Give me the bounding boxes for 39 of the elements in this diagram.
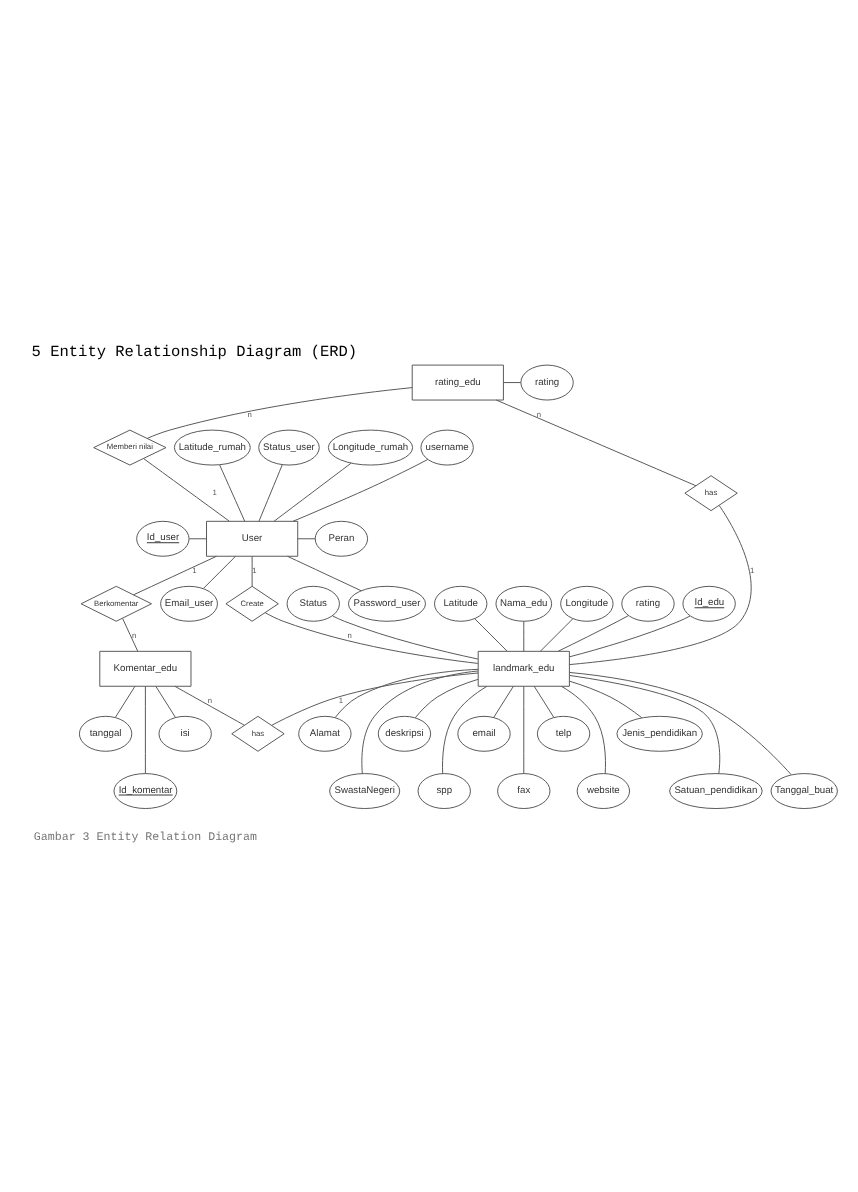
connector bbox=[188, 537, 207, 539]
connector bbox=[133, 554, 217, 595]
connector bbox=[569, 670, 792, 775]
connector bbox=[251, 554, 253, 586]
connector bbox=[219, 463, 246, 521]
connector bbox=[258, 463, 283, 521]
connector bbox=[144, 685, 146, 773]
connector bbox=[122, 616, 139, 651]
connector bbox=[561, 684, 606, 774]
connector bbox=[557, 614, 629, 651]
connector bbox=[569, 673, 721, 774]
connector bbox=[114, 684, 136, 717]
connector bbox=[155, 684, 176, 717]
connector bbox=[568, 503, 752, 665]
connector bbox=[539, 617, 574, 651]
connector bbox=[264, 611, 479, 663]
connector bbox=[146, 386, 413, 438]
connector bbox=[297, 537, 316, 539]
connector bbox=[495, 398, 697, 486]
connector bbox=[503, 381, 522, 383]
connector bbox=[523, 619, 525, 651]
connector bbox=[361, 669, 479, 774]
connector bbox=[271, 671, 479, 725]
connector bbox=[533, 684, 555, 717]
connector bbox=[569, 679, 643, 718]
connector bbox=[143, 457, 230, 521]
connector bbox=[332, 614, 479, 659]
connector bbox=[569, 614, 691, 657]
connector bbox=[292, 457, 429, 521]
connector bbox=[442, 684, 488, 774]
connector bbox=[203, 554, 237, 588]
connector bbox=[174, 684, 245, 725]
connector bbox=[334, 667, 479, 718]
connector bbox=[523, 685, 525, 773]
connector bbox=[493, 684, 514, 717]
connector bbox=[287, 554, 362, 591]
connector bbox=[273, 461, 352, 521]
connector bbox=[474, 617, 508, 651]
connector bbox=[414, 677, 479, 718]
